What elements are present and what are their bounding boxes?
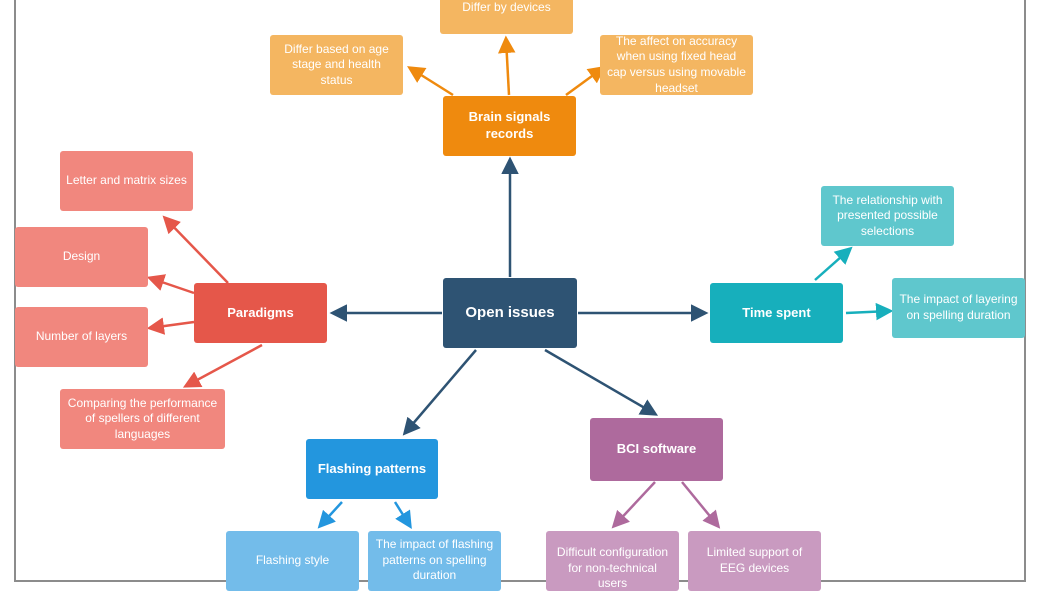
- edge-par-compare: [182, 343, 263, 388]
- node-par-compare: Comparing the performance of spellers of…: [60, 389, 225, 449]
- node-time-relationship: The relationship with presented possible…: [821, 186, 954, 246]
- node-brain-devices: Differ by devices: [440, 0, 573, 34]
- node-brain-accuracy: The affect on accuracy when using fixed …: [600, 35, 753, 95]
- node-bci-config: Difficult configuration for non-technica…: [546, 531, 679, 591]
- node-par-layers: Number of layers: [15, 307, 148, 367]
- edge-flash-style: [317, 501, 343, 529]
- node-flash-impact: The impact of flashing patterns on spell…: [368, 531, 501, 591]
- edge-par-design: [146, 274, 195, 295]
- node-par-design: Design: [15, 227, 148, 287]
- edge-center-bci: [544, 348, 659, 416]
- edge-bci-config: [611, 481, 656, 529]
- edge-brain-devices: [498, 35, 516, 96]
- node-flashing-patterns: Flashing patterns: [306, 439, 438, 499]
- node-brain-signals: Brain signals records: [443, 96, 576, 156]
- edge-time-layering: [845, 302, 894, 321]
- node-open-issues: Open issues: [443, 278, 577, 348]
- node-flash-style: Flashing style: [226, 531, 359, 591]
- edge-par-layers: [146, 317, 195, 335]
- edge-time-relationship: [814, 246, 853, 281]
- node-par-letter: Letter and matrix sizes: [60, 151, 193, 211]
- edge-brain-age: [407, 66, 454, 97]
- node-bci-software: BCI software: [590, 418, 723, 481]
- edge-center-flashing: [402, 349, 477, 436]
- edge-flash-impact: [393, 501, 412, 529]
- node-bci-support: Limited support of EEG devices: [688, 531, 821, 591]
- node-time-spent: Time spent: [710, 283, 843, 343]
- node-brain-age: Differ based on age stage and health sta…: [270, 35, 403, 95]
- edge-brain-accuracy: [565, 65, 606, 97]
- edges-layer: [146, 35, 894, 529]
- edge-par-letter: [162, 215, 229, 284]
- node-time-layering: The impact of layering on spelling durat…: [892, 278, 1025, 338]
- edge-bci-support: [681, 481, 721, 529]
- node-paradigms: Paradigms: [194, 283, 327, 343]
